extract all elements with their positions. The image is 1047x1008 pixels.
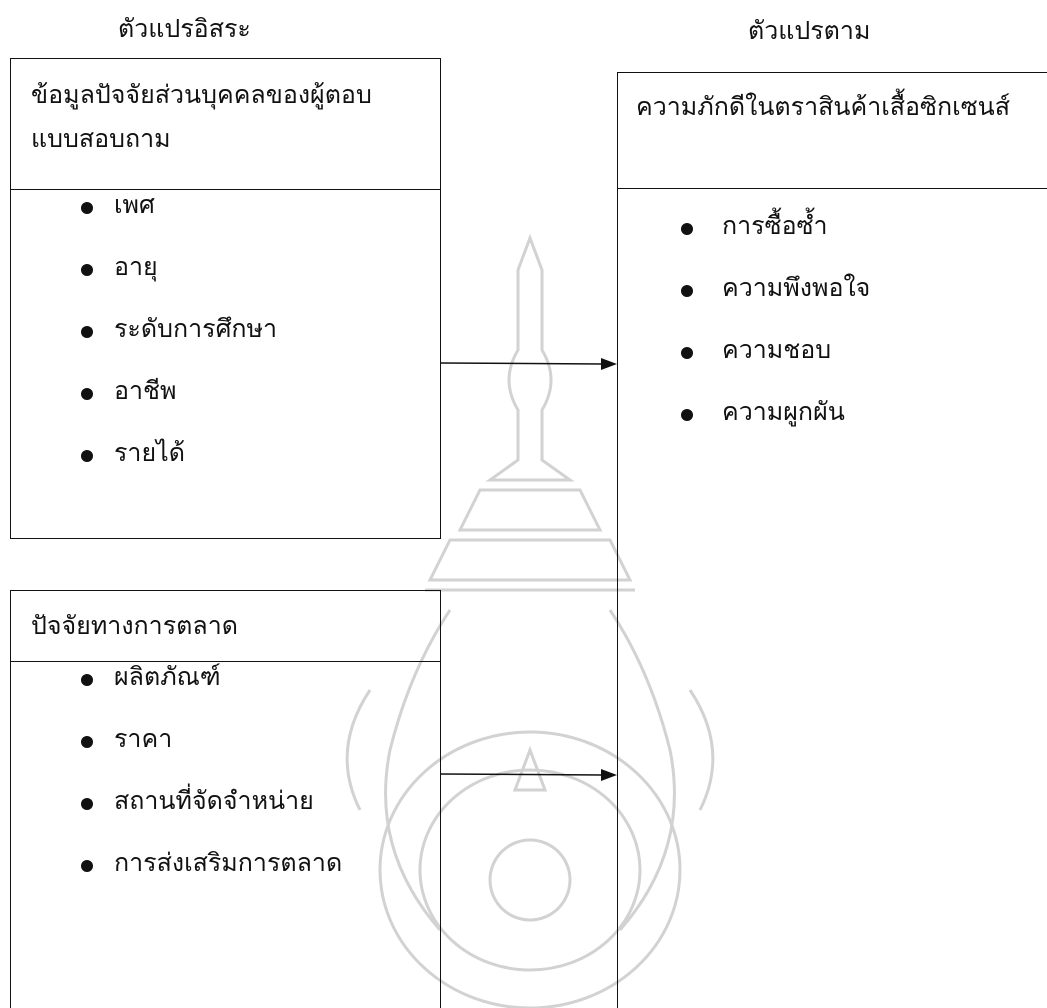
brand-loyalty-box: ความภักดีในตราสินค้าเสื้อซิกเซนส์ การซื้… bbox=[617, 72, 1047, 1008]
list-item: การส่งเสริมการตลาด bbox=[11, 848, 440, 910]
arrow-personal-to-loyalty bbox=[441, 358, 617, 370]
bullet-icon bbox=[81, 450, 93, 462]
personal-factors-box: ข้อมูลปัจจัยส่วนบุคคลของผู้ตอบ แบบสอบถาม… bbox=[10, 58, 441, 539]
arrowhead-icon bbox=[601, 769, 617, 781]
bullet-icon bbox=[81, 202, 93, 214]
list-item: ความผูกผัน bbox=[618, 397, 1047, 459]
bullet-icon bbox=[681, 409, 693, 421]
bullet-icon bbox=[81, 798, 93, 810]
marketing-factors-list: ผลิตภัณฑ์ ราคา สถานที่จัดจำหน่าย การส่งเ… bbox=[11, 662, 440, 910]
personal-factors-title: ข้อมูลปัจจัยส่วนบุคคลของผู้ตอบ แบบสอบถาม bbox=[11, 59, 440, 190]
dependent-variable-heading: ตัวแปรตาม bbox=[748, 16, 871, 45]
bullet-icon bbox=[681, 285, 693, 297]
list-item-label: อาชีพ bbox=[114, 376, 177, 405]
brand-loyalty-list: การซื้อซ้ำ ความพึงพอใจ ความชอบ ความผูกผั… bbox=[618, 211, 1047, 459]
list-item: อายุ bbox=[11, 252, 440, 314]
arrowhead-icon bbox=[601, 358, 617, 370]
list-item: ผลิตภัณฑ์ bbox=[11, 662, 440, 724]
personal-factors-list: เพศ อายุ ระดับการศึกษา อาชีพ รายได้ bbox=[11, 190, 440, 500]
list-item-label: การซื้อซ้ำ bbox=[722, 211, 828, 240]
list-item: ความชอบ bbox=[618, 335, 1047, 397]
bullet-icon bbox=[81, 388, 93, 400]
list-item: สถานที่จัดจำหน่าย bbox=[11, 786, 440, 848]
bullet-icon bbox=[81, 326, 93, 338]
arrow-line bbox=[441, 773, 604, 776]
brand-loyalty-title: ความภักดีในตราสินค้าเสื้อซิกเซนส์ bbox=[618, 73, 1047, 189]
list-item-label: ผลิตภัณฑ์ bbox=[114, 662, 221, 691]
arrow-line bbox=[441, 362, 604, 365]
bullet-icon bbox=[681, 223, 693, 235]
list-item: อาชีพ bbox=[11, 376, 440, 438]
list-item-label: ความผูกผัน bbox=[722, 397, 845, 426]
bullet-icon bbox=[81, 736, 93, 748]
list-item-label: ราคา bbox=[114, 724, 173, 753]
independent-variable-heading: ตัวแปรอิสระ bbox=[118, 14, 251, 43]
list-item-label: การส่งเสริมการตลาด bbox=[114, 848, 343, 877]
list-item: ระดับการศึกษา bbox=[11, 314, 440, 376]
list-item-label: สถานที่จัดจำหน่าย bbox=[114, 786, 314, 815]
bullet-icon bbox=[81, 264, 93, 276]
list-item: รายได้ bbox=[11, 438, 440, 500]
bullet-icon bbox=[681, 347, 693, 359]
list-item-label: ความพึงพอใจ bbox=[722, 273, 871, 302]
personal-factors-title-line2: แบบสอบถาม bbox=[31, 124, 171, 153]
personal-factors-title-line1: ข้อมูลปัจจัยส่วนบุคคลของผู้ตอบ bbox=[31, 80, 372, 109]
list-item: ความพึงพอใจ bbox=[618, 273, 1047, 335]
list-item-label: รายได้ bbox=[114, 438, 185, 467]
marketing-factors-box: ปัจจัยทางการตลาด ผลิตภัณฑ์ ราคา สถานที่จ… bbox=[10, 590, 441, 1008]
list-item: ราคา bbox=[11, 724, 440, 786]
list-item: เพศ bbox=[11, 190, 440, 252]
bullet-icon bbox=[81, 674, 93, 686]
marketing-factors-title: ปัจจัยทางการตลาด bbox=[11, 591, 440, 662]
list-item-label: อายุ bbox=[114, 252, 158, 281]
arrow-marketing-to-loyalty bbox=[441, 769, 617, 781]
list-item-label: ระดับการศึกษา bbox=[114, 314, 278, 343]
bullet-icon bbox=[81, 860, 93, 872]
list-item-label: ความชอบ bbox=[722, 335, 832, 364]
list-item: การซื้อซ้ำ bbox=[618, 211, 1047, 273]
list-item-label: เพศ bbox=[114, 190, 155, 219]
